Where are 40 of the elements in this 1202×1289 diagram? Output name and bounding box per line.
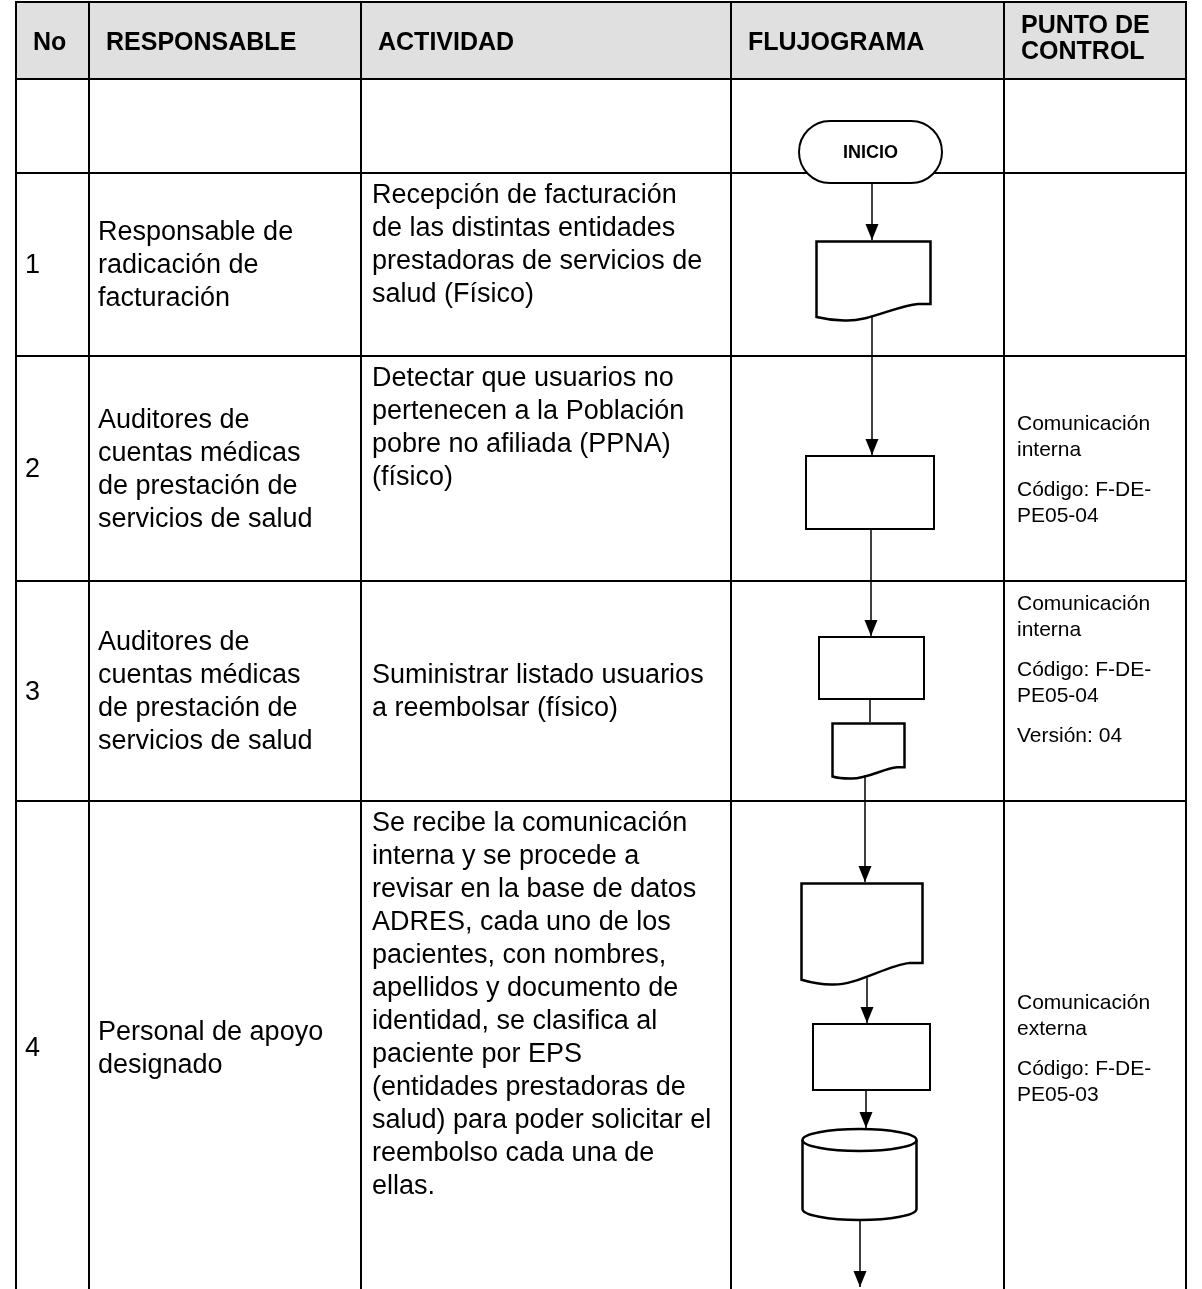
row-number: 3 (25, 674, 42, 708)
arrow (860, 976, 874, 1024)
column-header: RESPONSABLE (90, 3, 362, 80)
process-box (805, 455, 935, 530)
arrow (864, 529, 878, 637)
arrow (865, 314, 879, 456)
control-point-text: Código: F-DE-PE05-04 (1017, 475, 1153, 528)
activity-text: Se recibe la comunicación interna y se procede a revisar en la base de datos ADRES, cada uno de los pacientes, con nombres, apellidos y documento de identidad, se clasifica al paciente por EPS (entidades prestadoras de salud) para poder solicitar el reembolso cada una de ellas. (372, 806, 712, 1202)
activity-text: Detectar que usuarios no pertenecen a la Población pobre no afiliada (PPNA) (físico) (372, 361, 686, 493)
arrow (858, 774, 872, 883)
row-number: 1 (25, 248, 42, 281)
responsible-text: Responsable de radicación de facturación (98, 215, 295, 314)
database-cylinder (801, 1128, 918, 1221)
process-box (818, 636, 925, 700)
start-terminator: INICIO (798, 120, 943, 184)
control-point-text: Versión: 04 (1017, 722, 1124, 748)
document-shape (831, 722, 906, 780)
control-point-text: Código: F-DE-PE05-03 (1017, 1054, 1153, 1107)
responsible-text: Personal de apoyo designado (98, 1014, 325, 1081)
column-header: ACTIVIDAD (362, 3, 732, 80)
arrow (859, 1090, 873, 1129)
process-box (812, 1023, 931, 1091)
responsible-text: Auditores de cuentas médicas de prestación de servicios de salud (98, 402, 314, 535)
control-point-text: Comunicación interna (1017, 590, 1152, 642)
document-shape (800, 882, 924, 986)
activity-text: Suministrar listado usuarios a reembolsar (físico) (372, 658, 705, 724)
row-number: 2 (25, 452, 42, 485)
column-header: FLUJOGRAMA (732, 3, 1005, 80)
activity-text: Recepción de facturación de las distintas entidades prestadoras de servicios de salud (Físico) (372, 178, 704, 310)
connector-line (869, 699, 871, 723)
arrow (865, 183, 879, 241)
column-header: PUNTO DE CONTROL (1005, 3, 1187, 80)
control-point-text: Código: F-DE-PE05-04 (1017, 656, 1153, 708)
document-shape (815, 240, 932, 322)
row-number: 4 (25, 1031, 42, 1064)
control-point-text: Comunicación interna (1017, 409, 1152, 462)
responsible-text: Auditores de cuentas médicas de prestación de servicios de salud (98, 625, 314, 757)
arrow (853, 1220, 867, 1288)
column-header: No (17, 3, 90, 80)
control-point-text: Comunicación externa (1017, 988, 1152, 1041)
